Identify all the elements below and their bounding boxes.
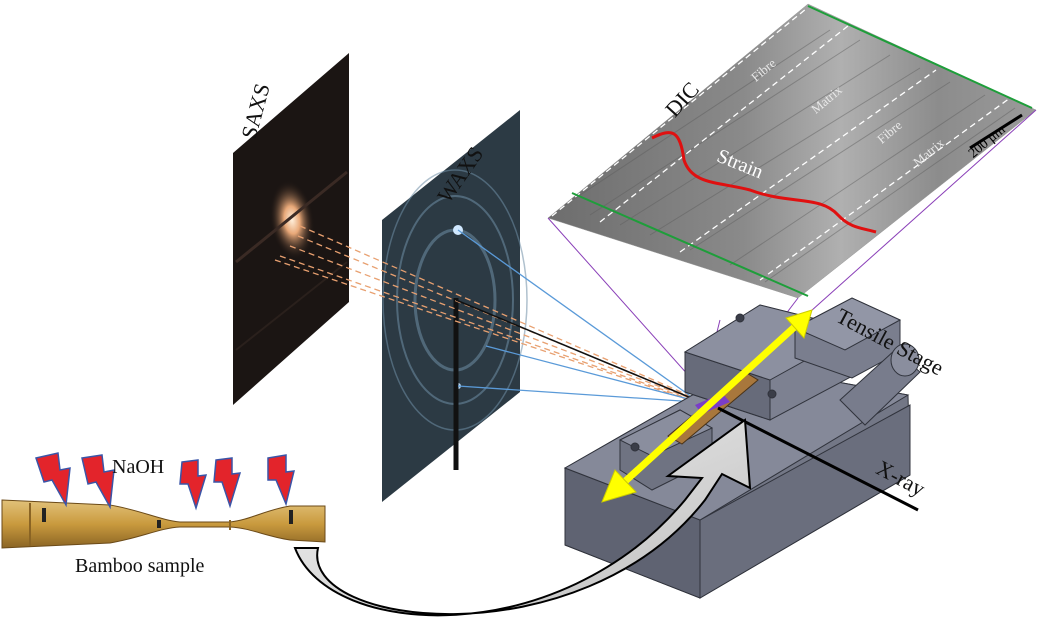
saxs-detector-panel bbox=[233, 53, 349, 405]
transfer-arrow-icon bbox=[293, 418, 752, 617]
waxs-beam-lines bbox=[457, 229, 697, 403]
strain-curve bbox=[651, 131, 877, 234]
bamboo-sample-label: Bamboo sample bbox=[75, 555, 205, 577]
bamboo-sample bbox=[1, 499, 326, 549]
lightning-bolt-icon bbox=[35, 452, 295, 511]
dic-image-panel bbox=[547, 3, 1037, 299]
xray-beam-line bbox=[717, 406, 919, 512]
direct-beam-line bbox=[455, 299, 697, 401]
tension-arrow-icon bbox=[601, 309, 813, 503]
naoh-label: NaOH bbox=[112, 456, 165, 478]
